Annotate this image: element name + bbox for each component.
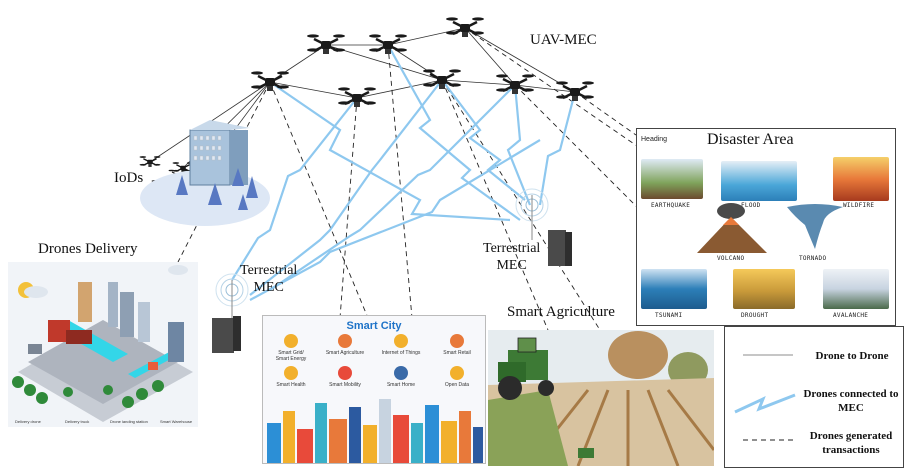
smart-city-item-label: Smart Health bbox=[276, 382, 306, 388]
smart-city-item: Internet of Things bbox=[381, 334, 421, 356]
delivery-legend-item-1: Delivery drone bbox=[15, 419, 41, 424]
disaster-area-title: Disaster Area bbox=[707, 131, 794, 148]
terrestrial-mec-right-line1: Terrestrial bbox=[483, 241, 541, 256]
drone-icon bbox=[556, 81, 594, 101]
iods-label: IoDs bbox=[114, 170, 144, 186]
smart-city-item-label: Smart Mobility bbox=[329, 382, 361, 388]
caption-volcano: VOLCANO bbox=[717, 255, 745, 262]
smart-city-item-label: Internet of Things bbox=[381, 350, 421, 356]
disaster-icons bbox=[697, 203, 843, 253]
legend-drones-generated: Drones generated transactions bbox=[801, 429, 901, 457]
smart-city-item-label: Smart Retail bbox=[443, 350, 471, 356]
caption-flood: FLOOD bbox=[741, 202, 761, 209]
agriculture-illustration bbox=[488, 330, 714, 466]
terrestrial-mec-right-line2: MEC bbox=[496, 258, 527, 273]
drone-icon bbox=[446, 17, 484, 37]
smart-city-skyline bbox=[267, 399, 483, 463]
smart-city-item: Smart Retail bbox=[437, 334, 477, 356]
delivery-legend: Delivery drone Delivery truck Drone land… bbox=[15, 417, 195, 429]
legend-wireless-symbol bbox=[734, 393, 796, 414]
tsunami-tile bbox=[641, 269, 707, 309]
uav-mec-label: UAV-MEC bbox=[530, 32, 597, 48]
smart-city-item: Smart Mobility bbox=[325, 366, 365, 388]
legend-symbols bbox=[734, 354, 796, 441]
smart-city-item-label: Smart Agriculture bbox=[325, 350, 365, 356]
drone-icon bbox=[338, 87, 376, 107]
drone-icon bbox=[307, 34, 345, 54]
smart-city-item: Smart Health bbox=[271, 366, 311, 388]
smart-city-item: Smart Grid/ Smart Energy bbox=[271, 334, 311, 362]
caption-avalanche: AVALANCHE bbox=[833, 312, 869, 319]
smart-city-panel: Smart City Smart Grid/ Smart Energy Smar… bbox=[262, 315, 486, 464]
legend-drone-to-drone: Drone to Drone bbox=[815, 350, 889, 362]
terrestrial-tower-left bbox=[212, 273, 249, 353]
legend-drones-generated-line1: Drones generated bbox=[809, 430, 893, 442]
delivery-legend-item-4: Smart Warehouse bbox=[160, 419, 193, 424]
terrestrial-mec-left-label: Terrestrial MEC bbox=[240, 262, 297, 296]
legend-drones-connected: Drones connected to MEC bbox=[801, 387, 901, 415]
caption-tornado: TORNADO bbox=[799, 255, 827, 262]
smart-city-item-label: Open Data bbox=[444, 382, 470, 388]
smart-city-item: Smart Agriculture bbox=[325, 334, 365, 356]
disaster-heading-tag: Heading bbox=[641, 136, 668, 143]
drones-delivery-label: Drones Delivery bbox=[38, 241, 138, 257]
caption-tsunami: TSUNAMI bbox=[655, 312, 683, 319]
caption-wildfire: WILDFIRE bbox=[843, 202, 875, 209]
drone-icon bbox=[423, 69, 461, 89]
terrestrial-mec-left-line2: MEC bbox=[253, 280, 284, 295]
legend-drones-connected-line1: Drones connected to bbox=[803, 388, 899, 400]
drone-icon bbox=[251, 71, 289, 91]
avalanche-tile bbox=[823, 269, 889, 309]
wildfire-tile bbox=[833, 157, 889, 201]
drone-icon bbox=[496, 74, 534, 94]
drones-delivery-panel bbox=[8, 262, 198, 427]
smart-agriculture-panel bbox=[488, 330, 714, 466]
flood-tile bbox=[721, 161, 797, 201]
earthquake-tile bbox=[641, 159, 703, 199]
smart-agriculture-label: Smart Agriculture bbox=[507, 304, 615, 320]
delivery-legend-item-2: Delivery truck bbox=[65, 419, 90, 424]
legend-drones-connected-line2: MEC bbox=[838, 402, 864, 414]
smart-city-item-label: Smart Grid/ Smart Energy bbox=[275, 350, 307, 362]
terrestrial-tower-right bbox=[515, 188, 572, 266]
iods-cluster bbox=[140, 120, 270, 226]
caption-earthquake: EARTHQUAKE bbox=[651, 202, 691, 209]
smart-city-title: Smart City bbox=[346, 320, 402, 332]
smart-city-item-label: Smart Home bbox=[386, 382, 416, 388]
smart-city-item: Smart Home bbox=[381, 366, 421, 388]
delivery-legend-item-3: Drone landing station bbox=[110, 419, 148, 424]
caption-drought: DROUGHT bbox=[741, 312, 769, 319]
drone-icon bbox=[139, 156, 161, 167]
smart-city-item: Open Data bbox=[437, 366, 477, 388]
terrestrial-mec-right-label: Terrestrial MEC bbox=[483, 240, 540, 274]
terrestrial-mec-left-line1: Terrestrial bbox=[240, 263, 298, 278]
legend-drones-generated-line2: transactions bbox=[822, 444, 880, 456]
legend-box: Drone to Drone Drones connected to MEC D… bbox=[724, 326, 904, 468]
mec-wireless-links bbox=[231, 44, 577, 301]
delivery-city-illustration bbox=[12, 265, 193, 422]
drone-icon bbox=[369, 34, 407, 54]
disaster-area-panel: Heading Disaster Area EARTHQUAKE FLOOD W… bbox=[636, 128, 896, 326]
drought-tile bbox=[733, 269, 795, 309]
